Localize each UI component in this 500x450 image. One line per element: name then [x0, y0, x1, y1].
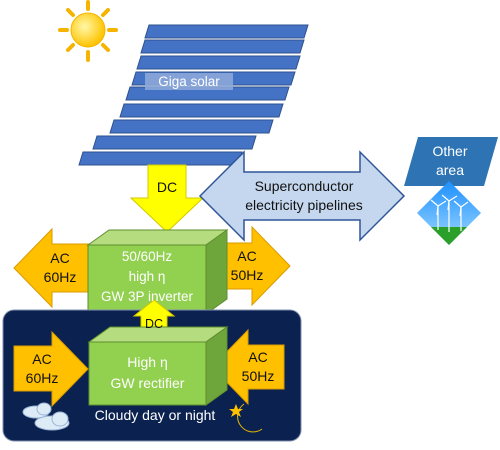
rectifier-label-line-1: High η: [127, 354, 168, 370]
ac-right-bottom-label-line-1: AC: [248, 349, 268, 365]
ac-left-top-label-line-2: 60Hz: [43, 269, 77, 285]
inverter-label-line-3: GW 3P inverter: [100, 289, 194, 304]
rectifier-box: [87, 326, 229, 406]
solar-label: Giga solar: [158, 74, 220, 89]
dc-arrow-label: DC: [156, 179, 178, 195]
solar-label-bg: [145, 73, 233, 90]
pipeline-double-arrow: [198, 150, 406, 242]
wind-farm-icon: [417, 181, 481, 245]
inverter-label-line-2: high η: [128, 269, 166, 284]
dc-arrow-up: [132, 299, 176, 335]
ac-left-bottom-label: AC 60Hz: [14, 350, 70, 388]
inverter-label-line-1: 50/60Hz: [121, 249, 173, 264]
night-panel-caption: Cloudy day or night: [94, 407, 216, 423]
other-area-label-line-2: area: [435, 162, 465, 178]
ac-right-bottom-label: AC 50Hz: [232, 348, 284, 386]
other-area-label-line-1: Other: [432, 143, 468, 159]
rectifier-label: High η GW rectifier: [89, 352, 206, 394]
rectifier-label-line-2: GW rectifier: [110, 375, 185, 391]
ac-left-bottom-label-line-1: AC: [32, 351, 52, 367]
ac-left-bottom-label-line-2: 60Hz: [25, 370, 59, 386]
inverter-label: 50/60Hz high η GW 3P inverter: [88, 247, 206, 307]
ac-left-top-label-line-1: AC: [50, 250, 70, 266]
other-area-shape: [404, 137, 498, 186]
star-icon: [229, 404, 243, 417]
pipeline-label-line-2: electricity pipelines: [245, 197, 363, 213]
ac-arrow-left-bottom: [13, 330, 89, 408]
ac-right-bottom-label-line-2: 50Hz: [241, 368, 275, 384]
ac-right-top-label: AC 50Hz: [222, 247, 272, 285]
ac-arrow-right-bottom: [211, 328, 285, 406]
dc-arrow-down: [129, 164, 205, 233]
sun-icon: [58, 0, 118, 62]
solar-panel-array: [78, 24, 309, 166]
other-area-label: Other area: [416, 142, 484, 180]
dc-small-label: DC: [144, 317, 164, 331]
moon-icon: [237, 403, 263, 433]
pipeline-label-line-1: Superconductor: [254, 178, 354, 194]
pipeline-label: Superconductor electricity pipelines: [226, 177, 382, 215]
ac-left-top-label: AC 60Hz: [30, 249, 90, 287]
cloud-icon: [22, 402, 70, 431]
inverter-box: [86, 229, 229, 315]
ac-right-top-label-line-2: 50Hz: [230, 267, 264, 283]
ac-right-top-label-line-1: AC: [237, 248, 257, 264]
